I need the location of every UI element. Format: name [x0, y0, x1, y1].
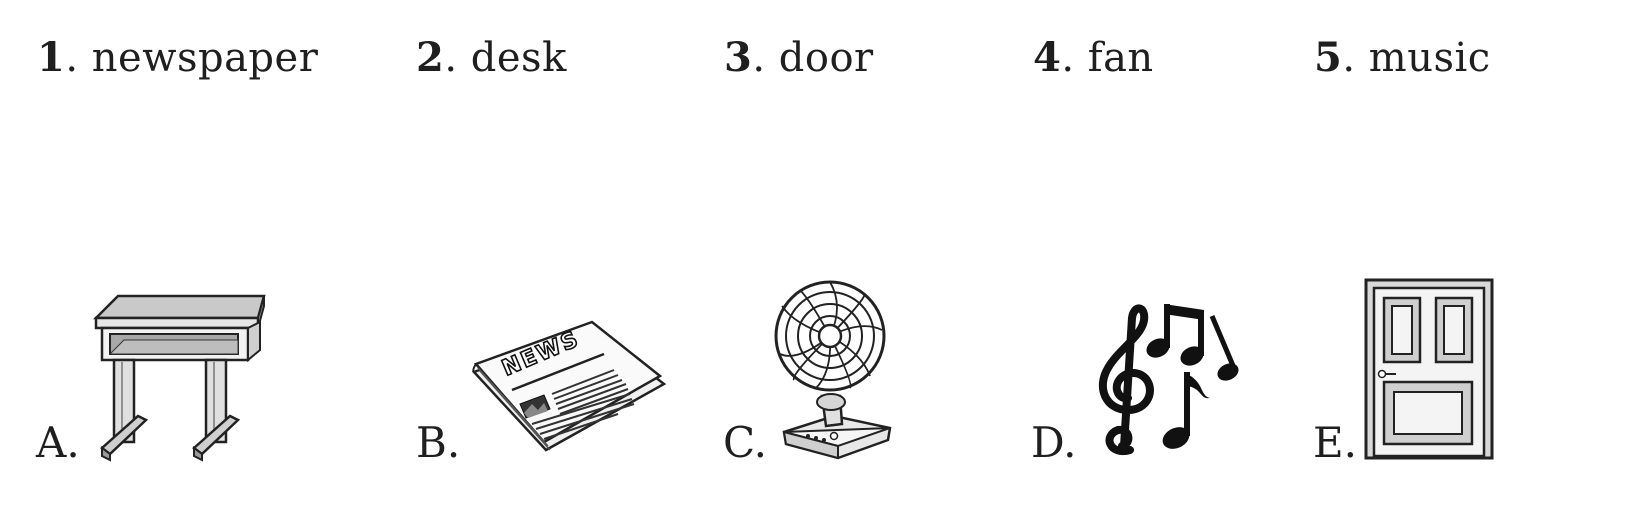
- word-number: 4: [1033, 34, 1062, 81]
- newspaper-icon: NEWS: [471, 320, 667, 452]
- picture-label-e: E.: [1313, 418, 1358, 467]
- word-item-5: 5. music: [1314, 34, 1491, 81]
- word-text: fan: [1087, 35, 1154, 81]
- word-number: 1: [37, 34, 66, 81]
- word-number: 3: [724, 34, 753, 81]
- word-item-1: 1. newspaper: [37, 34, 319, 81]
- door-icon: [1364, 278, 1494, 460]
- word-text: desk: [470, 35, 567, 81]
- word-item-2: 2. desk: [416, 34, 567, 81]
- picture-label-a: A.: [36, 418, 80, 467]
- word-text: music: [1368, 35, 1491, 81]
- word-item-3: 3. door: [724, 34, 874, 81]
- fan-icon: [774, 280, 892, 460]
- word-number: 2: [416, 34, 445, 81]
- word-item-4: 4. fan: [1033, 34, 1154, 81]
- music-notes-icon: [1098, 304, 1239, 456]
- picture-label-c: C.: [723, 418, 767, 467]
- desk-icon: [92, 294, 266, 462]
- picture-label-d: D.: [1031, 418, 1077, 467]
- word-text: door: [778, 35, 874, 81]
- word-number: 5: [1314, 34, 1343, 81]
- picture-label-b: B.: [416, 418, 461, 467]
- word-text: newspaper: [91, 35, 319, 81]
